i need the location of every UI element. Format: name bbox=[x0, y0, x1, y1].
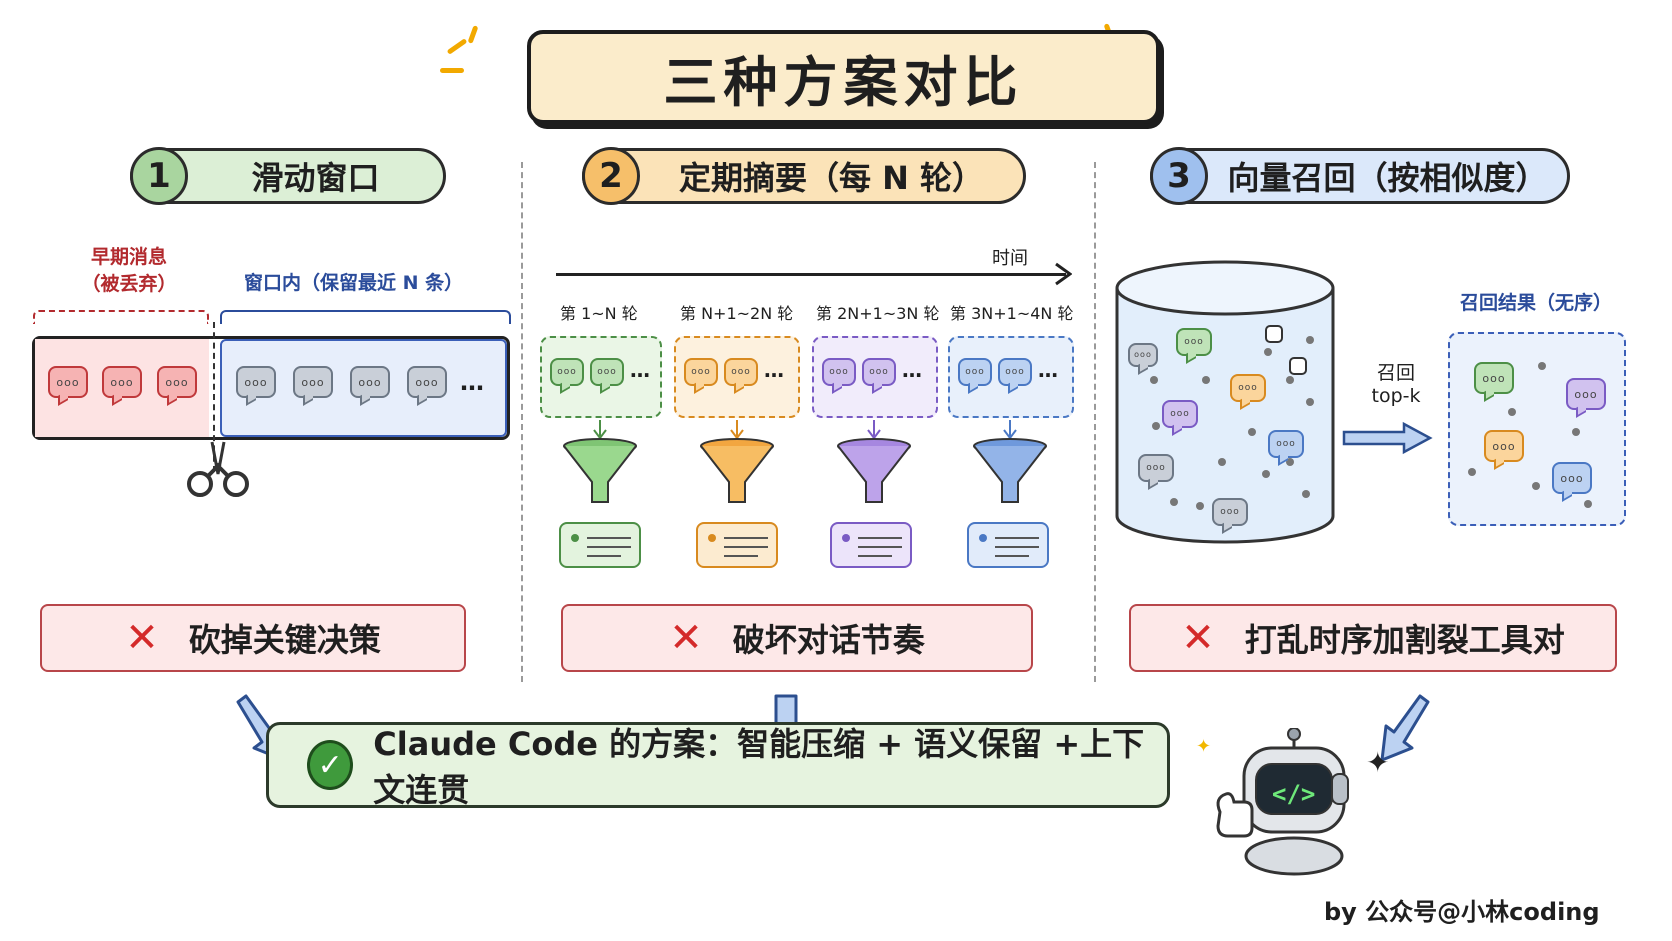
step-number-badge: 1 bbox=[130, 147, 188, 205]
chat-bubble-icon: ooo bbox=[958, 358, 992, 386]
recall-result-label: 召回结果（无序） bbox=[1460, 292, 1613, 314]
early-brace bbox=[33, 310, 209, 324]
recall-label: 召回 top-k bbox=[1371, 362, 1421, 407]
cross-icon: ✕ bbox=[669, 615, 703, 661]
solution-box: ✓ Claude Code 的方案：智能压缩 + 语义保留 +上下文连贯 bbox=[266, 722, 1170, 809]
chat-bubble-icon: ooo bbox=[293, 366, 333, 398]
section-header-vector-recall: 3 向量召回（按相似度） bbox=[1150, 147, 1570, 205]
section-title: 滑动窗口 bbox=[251, 159, 380, 197]
chat-bubble-icon: ooo bbox=[1138, 454, 1174, 482]
cut-line bbox=[213, 322, 215, 472]
scatter-dots bbox=[1468, 362, 1592, 508]
more-ellipsis: … bbox=[630, 358, 652, 382]
chat-bubble-icon: ooo bbox=[1474, 362, 1514, 394]
arrow-down-left-icon bbox=[1380, 694, 1430, 762]
chat-bubble-icon: ooo bbox=[1484, 430, 1524, 462]
more-ellipsis: … bbox=[460, 368, 486, 396]
summary-doc-icon bbox=[830, 522, 912, 568]
time-label: 时间 bbox=[992, 248, 1028, 269]
section-divider bbox=[1094, 162, 1096, 682]
step-number-badge: 3 bbox=[1150, 147, 1208, 205]
drawback-box: ✕ 打乱时序加割裂工具对 bbox=[1129, 604, 1617, 672]
cross-icon: ✕ bbox=[125, 615, 159, 661]
sparkle-icon bbox=[467, 25, 479, 44]
chat-bubble-icon: ooo bbox=[862, 358, 896, 386]
chat-bubble-icon: ooo bbox=[407, 366, 447, 398]
funnel-icon bbox=[563, 420, 637, 503]
chat-bubble-icon: ooo bbox=[1552, 462, 1592, 494]
sparkle-icon bbox=[440, 68, 464, 73]
funnel-icon bbox=[837, 420, 911, 503]
summary-doc-icon bbox=[696, 522, 778, 568]
funnel-icon bbox=[700, 420, 774, 503]
chat-bubble-icon: ooo bbox=[48, 366, 88, 398]
author-credit: by 公众号@小林coding bbox=[1324, 898, 1600, 926]
chat-bubble-icon: ooo bbox=[102, 366, 142, 398]
chat-bubble-icon: ooo bbox=[157, 366, 197, 398]
section-title: 定期摘要（每 N 轮） bbox=[678, 159, 985, 197]
chat-bubble-icon: ooo bbox=[590, 358, 624, 386]
cross-icon: ✕ bbox=[1181, 615, 1215, 661]
robot-code-display: </> bbox=[1272, 780, 1316, 808]
sparkle-icon: ✦ bbox=[1366, 746, 1390, 779]
section-divider bbox=[521, 162, 523, 682]
chat-bubble-icon: ooo bbox=[998, 358, 1032, 386]
sparkle-icon: ✦ bbox=[1196, 736, 1212, 757]
robot-mascot-icon bbox=[1216, 728, 1349, 876]
section-title: 向量召回（按相似度） bbox=[1227, 159, 1548, 197]
round-group-label: 第 2N+1~3N 轮 bbox=[816, 304, 940, 323]
arrow-right-icon bbox=[1055, 262, 1072, 286]
chat-bubble-icon: ooo bbox=[822, 358, 856, 386]
arrow-right-icon bbox=[1342, 421, 1433, 455]
section-header-sliding-window: 1 滑动窗口 bbox=[130, 147, 446, 205]
timeline-arrow bbox=[556, 273, 1066, 276]
chat-bubble-icon: ooo bbox=[350, 366, 390, 398]
chat-bubble-icon: ooo bbox=[1128, 343, 1158, 367]
section-header-periodic-summary: 2 定期摘要（每 N 轮） bbox=[582, 147, 1026, 205]
more-ellipsis: … bbox=[764, 358, 786, 382]
step-number-badge: 2 bbox=[582, 147, 640, 205]
page-title: 三种方案对比 bbox=[527, 30, 1160, 124]
summary-doc-icon bbox=[967, 522, 1049, 568]
sparkle-icon bbox=[446, 38, 468, 55]
solution-text: Claude Code 的方案：智能压缩 + 语义保留 +上下文连贯 bbox=[373, 725, 1145, 809]
early-messages-label: 早期消息 （被丢弃） bbox=[81, 246, 177, 295]
drawback-box: ✕ 破坏对话节奏 bbox=[561, 604, 1033, 672]
more-ellipsis: … bbox=[902, 358, 924, 382]
round-group-label: 第 N+1~2N 轮 bbox=[680, 304, 794, 323]
more-ellipsis: … bbox=[1038, 358, 1060, 382]
round-group-label: 第 3N+1~4N 轮 bbox=[950, 304, 1074, 323]
chat-bubble-icon: ooo bbox=[1268, 430, 1304, 458]
scissors-icon bbox=[187, 441, 249, 497]
chat-bubble-icon: ooo bbox=[236, 366, 276, 398]
funnel-icon bbox=[973, 420, 1047, 503]
chat-bubble-icon: ooo bbox=[1566, 378, 1606, 410]
chat-bubble-icon: ooo bbox=[684, 358, 718, 386]
chat-bubble-icon: ooo bbox=[1230, 374, 1266, 402]
chat-bubble-icon: ooo bbox=[724, 358, 758, 386]
summary-doc-icon bbox=[559, 522, 641, 568]
check-icon: ✓ bbox=[307, 740, 354, 790]
window-brace bbox=[220, 310, 511, 324]
chat-bubble-icon: ooo bbox=[1212, 498, 1248, 526]
round-group-label: 第 1~N 轮 bbox=[560, 304, 638, 323]
chat-bubble-icon: ooo bbox=[1162, 400, 1198, 428]
drawback-box: ✕ 砍掉关键决策 bbox=[40, 604, 466, 672]
window-label: 窗口内（保留最近 N 条） bbox=[244, 272, 464, 294]
chat-bubble-icon: ooo bbox=[1176, 328, 1212, 356]
chat-bubble-icon: ooo bbox=[550, 358, 584, 386]
